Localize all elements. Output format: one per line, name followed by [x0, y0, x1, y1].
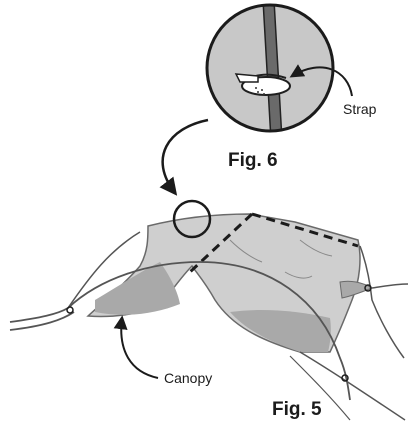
frame-pole-right-outer [372, 284, 408, 288]
frame-pole-right [360, 246, 404, 358]
detail-connector-arrow [163, 120, 208, 193]
fig6-detail-view: Strap Fig. 6 [207, 0, 377, 171]
detail-strap-tab [236, 74, 258, 82]
canopy-right-wing [340, 281, 372, 298]
strap-label: Strap [343, 101, 377, 117]
fig6-label: Fig. 6 [228, 150, 278, 171]
fig5-canopy-assembly: Canopy Fig. 5 [10, 201, 408, 420]
canopy-label: Canopy [164, 370, 212, 386]
pole-clip-left [67, 307, 73, 313]
fig5-label: Fig. 5 [272, 399, 322, 420]
canopy-callout-arrow [121, 318, 158, 378]
